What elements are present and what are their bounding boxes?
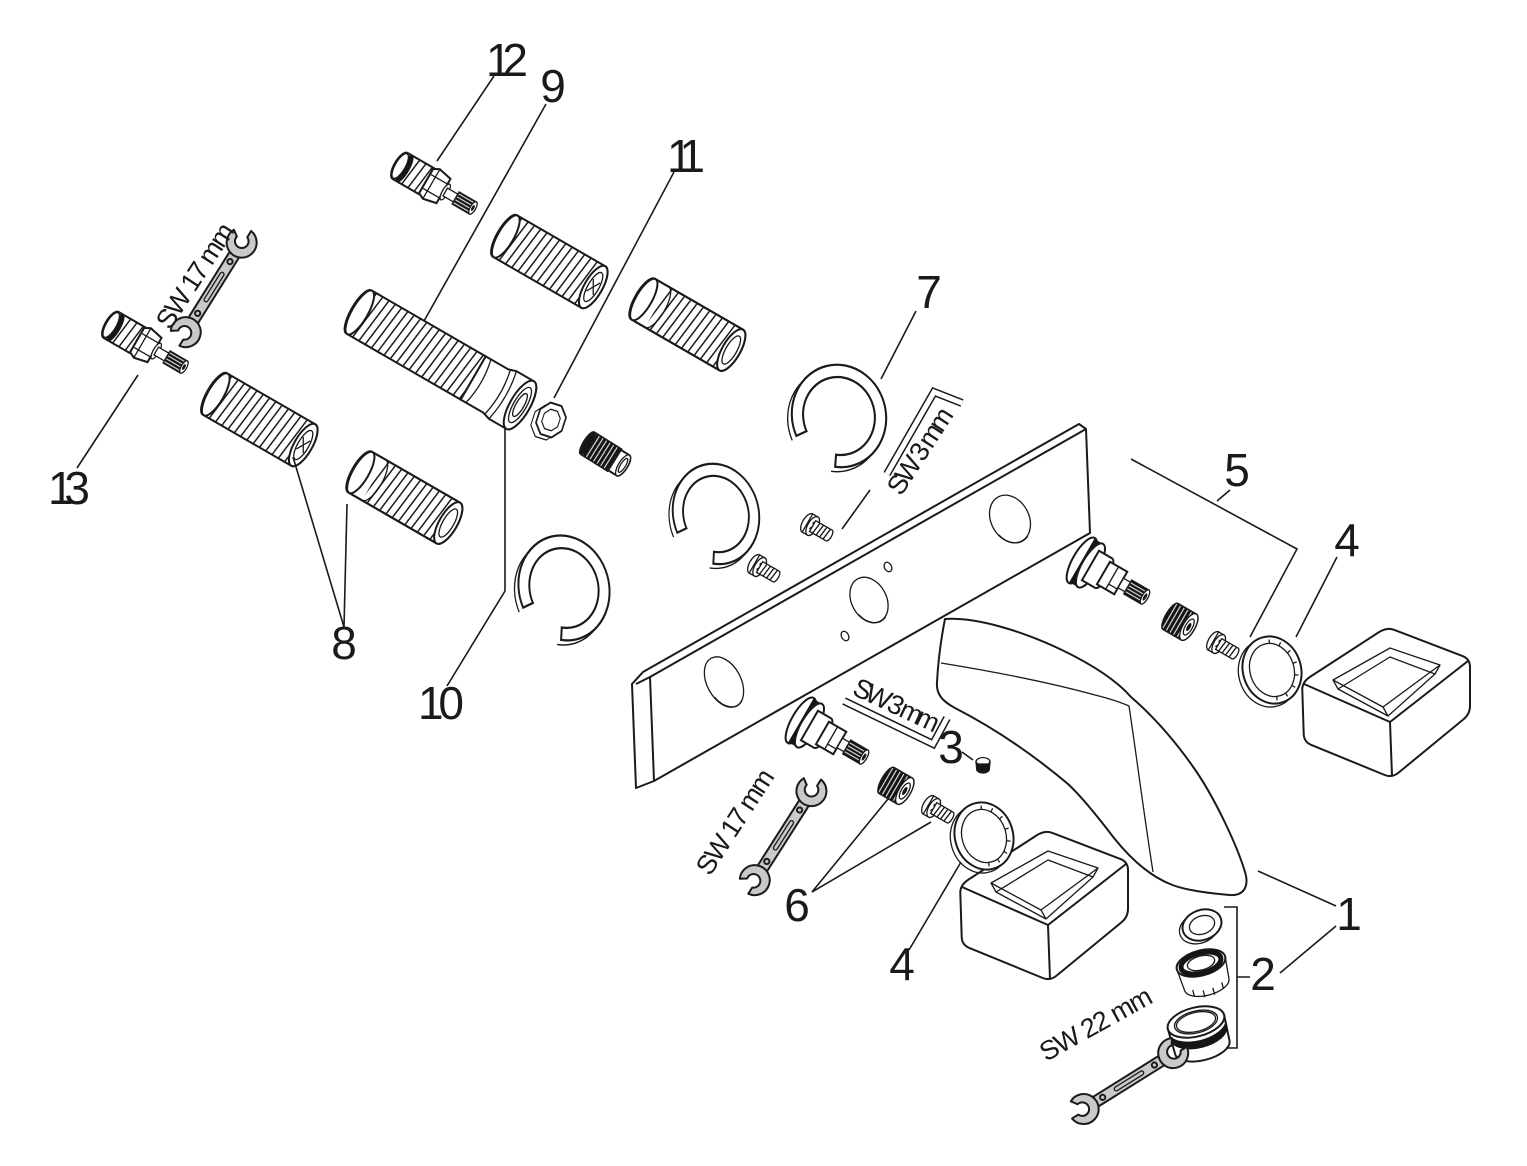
callout-5: 5 xyxy=(1224,444,1250,496)
leader-9 xyxy=(423,103,547,322)
callout-2: 2 xyxy=(1250,948,1276,1000)
callout-13: 13 xyxy=(48,462,90,514)
callout-9: 9 xyxy=(540,60,566,112)
adapter-screw-5 xyxy=(1203,628,1244,665)
threaded-nipple-left-1 xyxy=(195,368,325,472)
plate-hole-center xyxy=(849,576,889,624)
aerator-insert xyxy=(1175,948,1230,998)
leader-4-right xyxy=(1295,556,1338,638)
leader-1 xyxy=(1257,870,1337,974)
callout-11: 11 xyxy=(667,130,705,182)
trim-ring-4-right xyxy=(1228,627,1312,716)
leader-12 xyxy=(436,75,495,162)
leader-3 xyxy=(961,751,974,761)
lever-handle xyxy=(935,617,1248,897)
cartridge-12 xyxy=(385,147,485,226)
adapter-screw-6 xyxy=(918,792,959,829)
leader-lines xyxy=(76,75,1338,1049)
callout-3: 3 xyxy=(938,721,964,773)
handle-adapter-5 xyxy=(1060,532,1162,623)
fixing-screw-upper xyxy=(797,510,838,547)
leader-2-bracket xyxy=(1224,906,1250,1049)
hex-key-3-top-icon xyxy=(883,387,964,476)
hex-key-3-top-leader xyxy=(841,489,871,530)
threaded-nipple-left-2 xyxy=(340,446,469,549)
leader-10 xyxy=(446,427,506,687)
leader-11 xyxy=(553,171,675,399)
hex-key-3-bottom-icon xyxy=(842,697,951,750)
callout-12: 12 xyxy=(486,34,528,86)
leader-7 xyxy=(880,310,917,380)
callout-7: 7 xyxy=(916,266,942,318)
leader-6 xyxy=(811,798,932,893)
wall-plate xyxy=(631,423,1091,789)
threaded-nipple-top-2 xyxy=(623,273,752,376)
escutcheon-right xyxy=(1301,627,1471,778)
extension-tube-9-10 xyxy=(343,288,538,431)
leader-8 xyxy=(292,456,348,628)
callout-4-bottom: 4 xyxy=(889,938,915,990)
threaded-nipple-top-1 xyxy=(485,210,615,314)
fixing-screw-lower xyxy=(744,551,785,588)
leader-5 xyxy=(1130,458,1299,638)
callout-10: 10 xyxy=(418,677,464,729)
callout-labels: 12 9 11 7 13 8 10 5 4 3 6 4 1 2 xyxy=(48,34,1362,1000)
leader-13 xyxy=(76,374,139,469)
leader-4-bottom xyxy=(908,861,962,951)
plate-hole-left xyxy=(703,656,745,708)
plate-hole-right xyxy=(988,494,1032,544)
callout-4-right: 4 xyxy=(1334,514,1360,566)
retaining-ring-lower xyxy=(501,524,623,656)
wrench-22-label: SW 22 mm xyxy=(1034,981,1157,1067)
plate-pin-hole-bottom xyxy=(840,630,850,642)
hex-nut-11 xyxy=(530,401,567,441)
plate-pin-hole-top xyxy=(883,561,893,573)
knurled-nut-5 xyxy=(1157,600,1203,644)
callout-6: 6 xyxy=(784,879,810,931)
aerator-o-ring xyxy=(1178,908,1223,945)
knurled-nut-6 xyxy=(873,764,919,808)
retaining-ring-7 xyxy=(774,353,899,483)
check-valve-plug xyxy=(578,431,632,477)
aerator-housing xyxy=(1166,1005,1231,1063)
callout-8: 8 xyxy=(331,617,357,669)
set-screw-3 xyxy=(975,756,991,774)
callout-1: 1 xyxy=(1336,888,1362,940)
